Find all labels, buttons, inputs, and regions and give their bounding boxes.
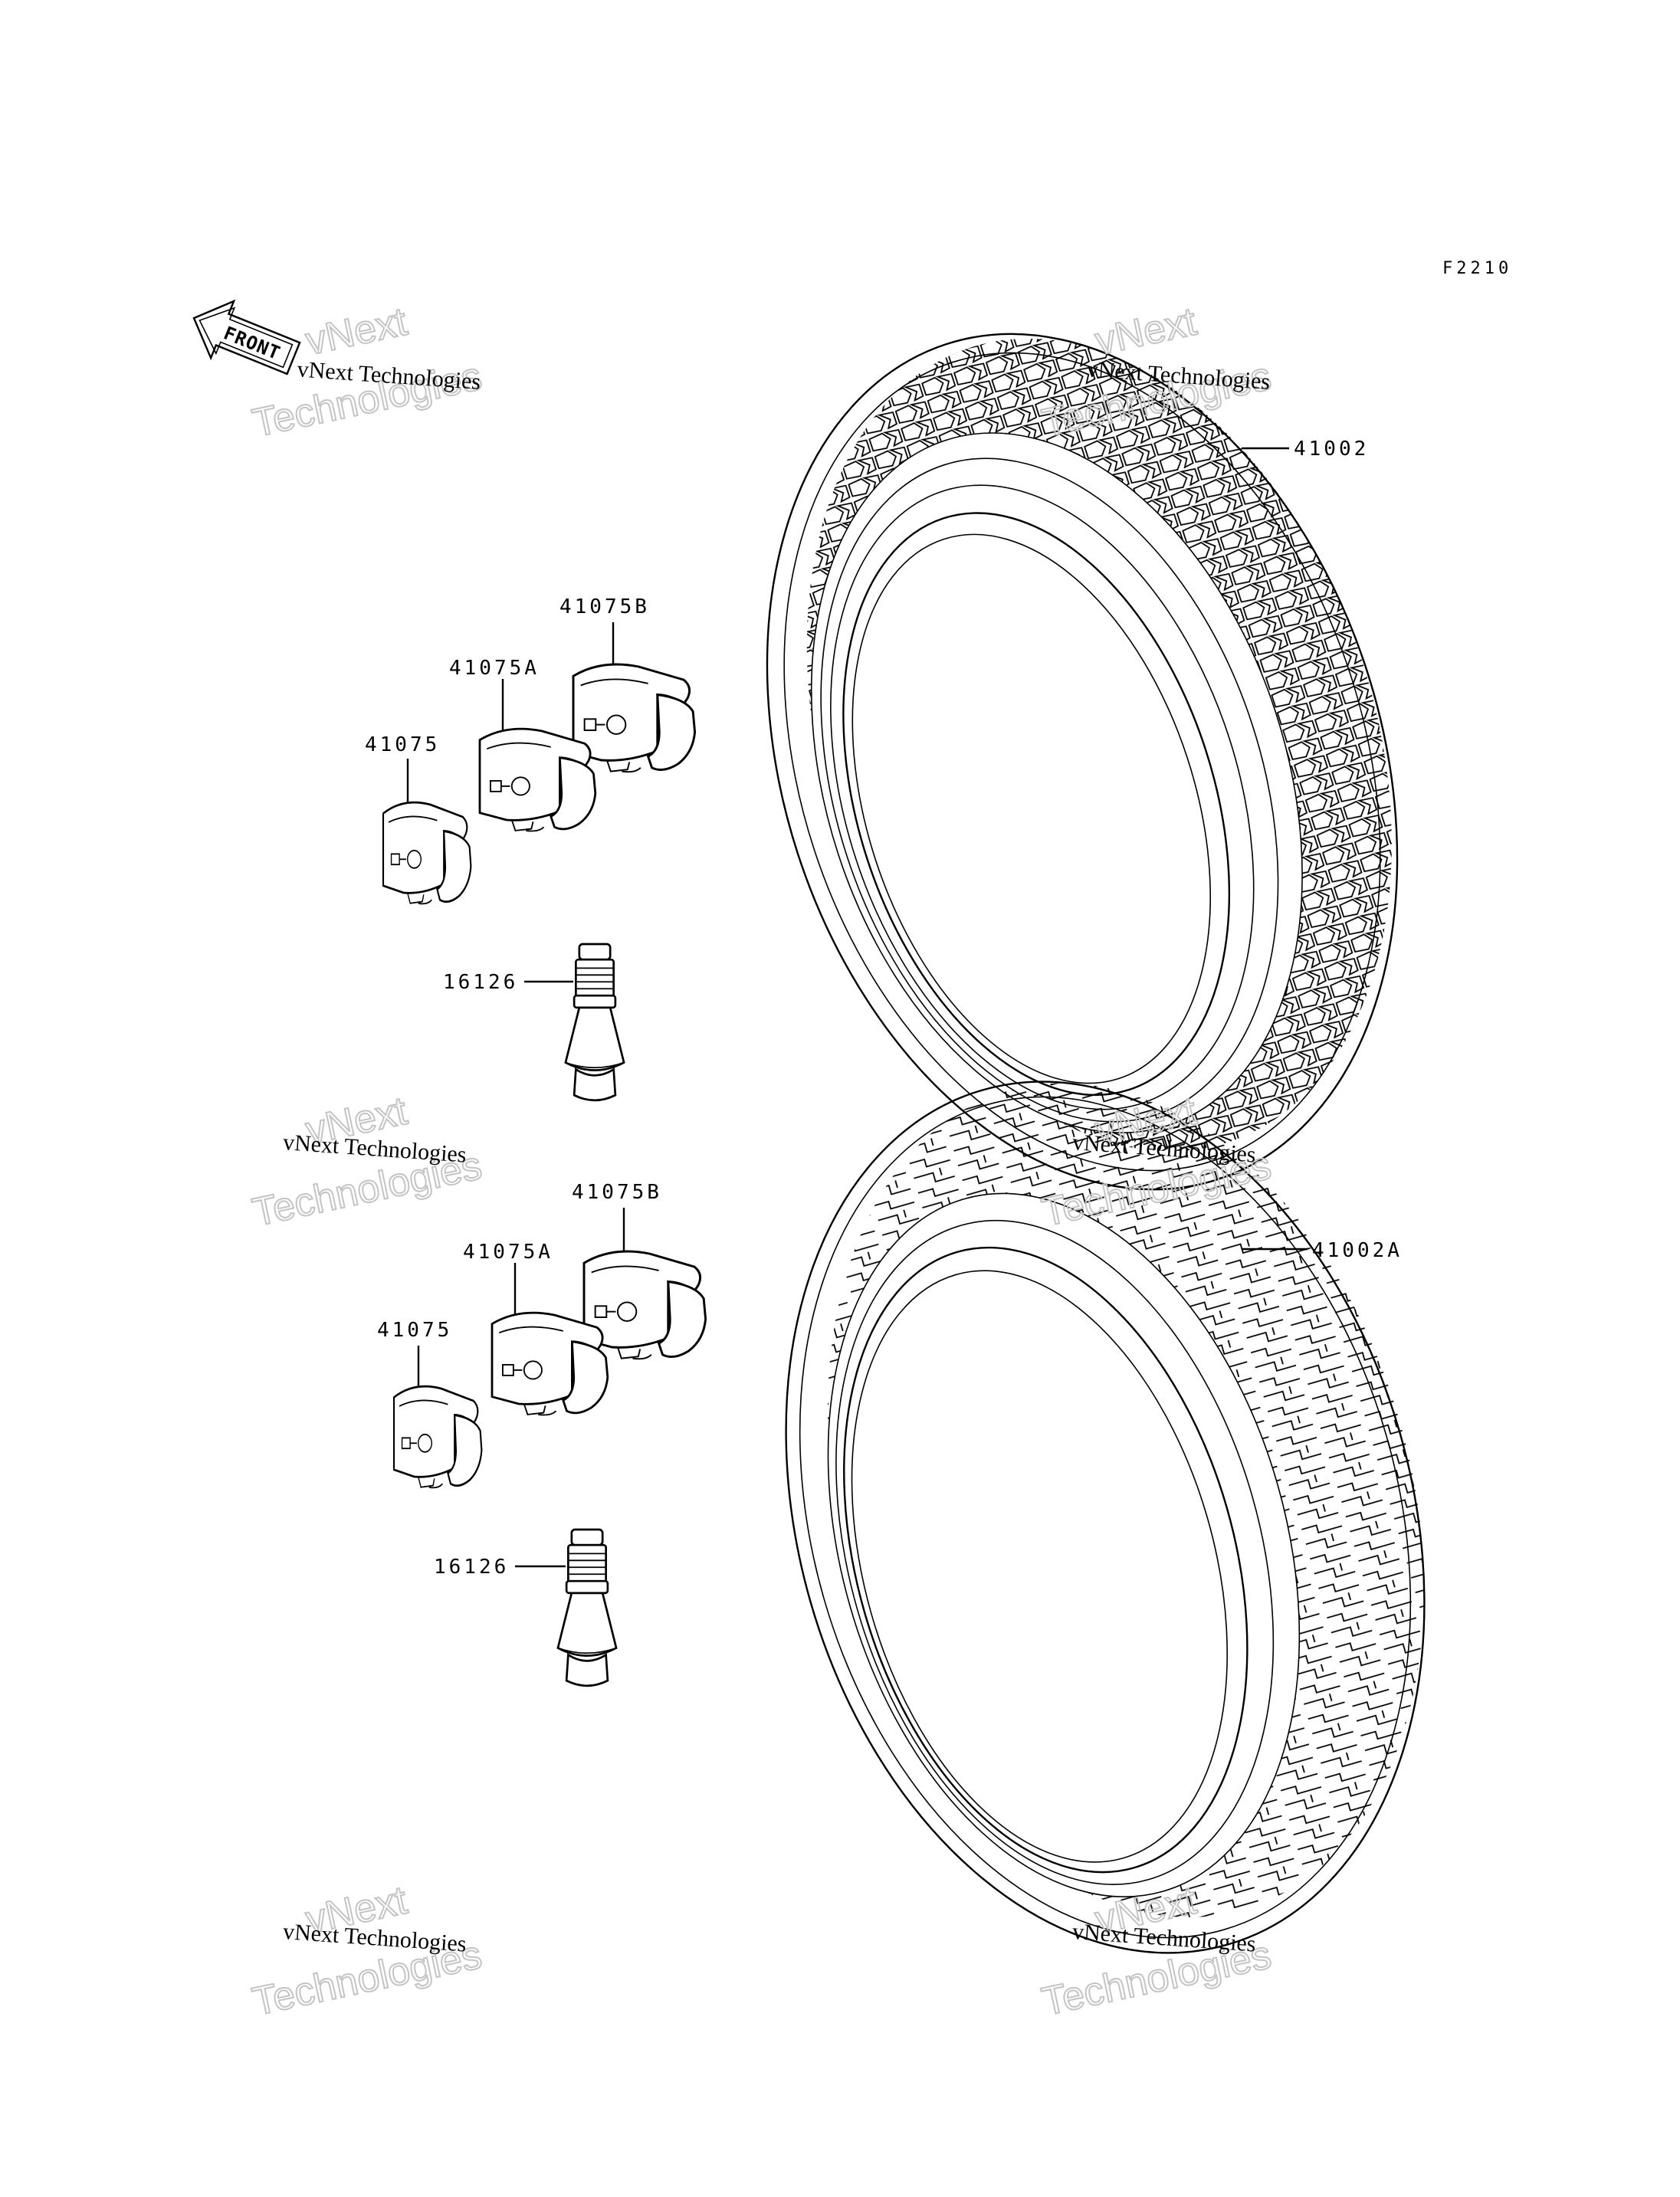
part-number-41075A-upper: 41075A (449, 657, 540, 680)
part-number-41075-upper: 41075 (365, 733, 440, 756)
balance-weight-41075A-upper (478, 679, 597, 832)
balance-weight-41075A-lower (491, 1263, 609, 1416)
part-number-41002: 41002 (1294, 438, 1369, 461)
balance-weight-41075-upper (382, 759, 472, 905)
balance-weight-41075-lower (392, 1346, 483, 1489)
watermark-text-line: vNext Technologies (1071, 1919, 1257, 1957)
watermark: vNext Technologies vNext Technologies (248, 1088, 487, 1236)
diagram-ref-code: F2210 (1442, 259, 1512, 278)
watermark: vNext Technologies vNext Technologies (248, 1877, 487, 2025)
part-number-41075B-upper: 41075B (559, 595, 650, 618)
part-number-41075B-lower: 41075B (572, 1181, 662, 1204)
front-arrow-icon: FRONT (192, 299, 301, 375)
valve-16126-lower (515, 1528, 618, 1687)
watermark-text-vnext: vNext (302, 300, 412, 364)
part-number-16126-lower: 16126 (434, 1556, 509, 1579)
valve-16126-upper (524, 943, 625, 1102)
balance-weight-41075B-upper (572, 622, 697, 773)
part-number-41075-lower: 41075 (377, 1319, 452, 1342)
part-number-16126-upper: 16126 (443, 971, 518, 994)
tire-41002A (785, 1080, 1426, 1954)
part-number-41002A: 41002A (1312, 1239, 1403, 1262)
watermark-text-line: vNext Technologies (282, 1130, 468, 1168)
watermark-text-vnext: vNext (1091, 300, 1201, 364)
part-number-41075A-lower: 41075A (463, 1241, 553, 1264)
watermark-text-line: vNext Technologies (282, 1919, 468, 1957)
balance-weight-41075B-lower (582, 1208, 707, 1360)
tire-41002 (766, 333, 1399, 1191)
